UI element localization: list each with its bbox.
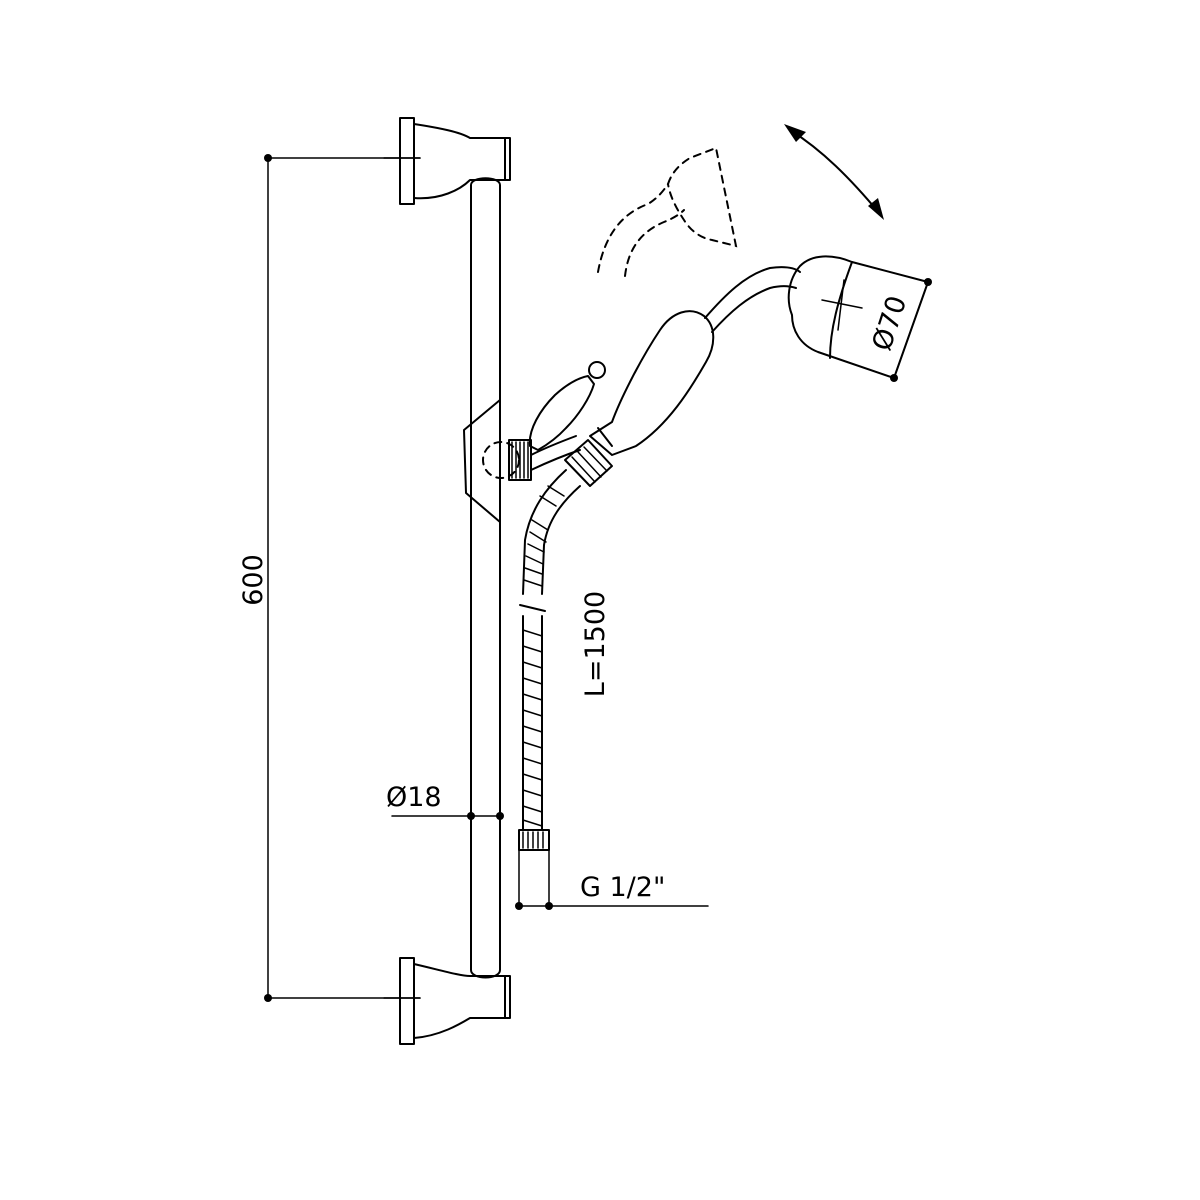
thread-label: G 1/2": [580, 872, 665, 903]
flexible-hose: [518, 469, 581, 851]
hand-shower: [564, 255, 929, 487]
hand-shower-alternate-position: [597, 146, 738, 277]
dimension-thread: G 1/2": [515, 849, 709, 910]
dimension-rail-diameter: Ø18: [386, 782, 504, 820]
top-wall-bracket: [383, 117, 511, 205]
dimension-rail-height: 600: [238, 154, 421, 1002]
vertical-rail: [470, 177, 501, 979]
hose-length-label: L=1500: [580, 591, 611, 697]
rail-diameter-label: Ø18: [386, 782, 442, 813]
rotation-arrow: [784, 124, 884, 220]
bottom-wall-bracket: [383, 957, 511, 1045]
rail-height-label: 600: [238, 554, 269, 606]
dimension-head-diameter: Ø70: [867, 278, 932, 382]
sliding-holder: [463, 361, 606, 523]
dimension-hose-length: L=1500: [580, 591, 611, 697]
